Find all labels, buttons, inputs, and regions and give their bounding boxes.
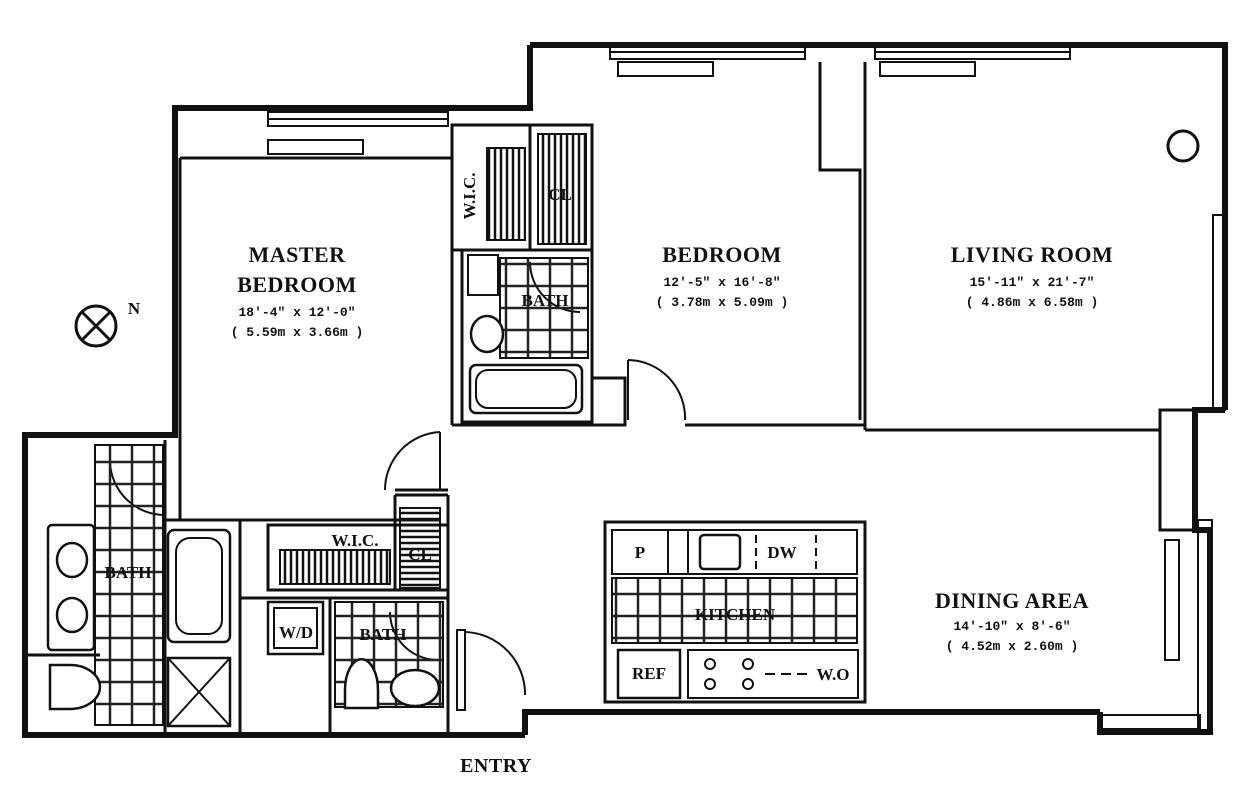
interior-walls xyxy=(25,62,1160,735)
bath-fixtures xyxy=(46,254,589,728)
living-room-dim-m: ( 4.86m x 6.58m ) xyxy=(966,295,1099,310)
north-label: N xyxy=(128,299,141,318)
cl-lower-label: CL xyxy=(408,545,432,564)
column-icon xyxy=(1166,129,1200,163)
wall-oven-label: W.O xyxy=(817,665,850,684)
closets xyxy=(279,133,587,589)
bath-lower-label: BATH xyxy=(360,625,407,644)
wic-lower-label: W.I.C. xyxy=(331,531,378,550)
entry-label: ENTRY xyxy=(460,755,532,777)
bedroom-dim-ft: 12'-5" x 16'-8" xyxy=(663,275,780,290)
dining-area-dim-ft: 14'-10" x 8'-6" xyxy=(953,619,1070,634)
bedroom-dim-m: ( 3.78m x 5.09m ) xyxy=(656,295,789,310)
wic-upper-label: W.I.C. xyxy=(460,172,479,219)
labels: MASTER BEDROOM 18'-4" x 12'-0" ( 5.59m x… xyxy=(105,172,1114,777)
dishwasher-label: DW xyxy=(767,543,796,562)
living-room-dim-ft: 15'-11" x 21'-7" xyxy=(970,275,1095,290)
cl-upper-label: CL xyxy=(548,185,572,204)
master-bedroom-name-2: BEDROOM xyxy=(237,272,357,297)
wd-label: W/D xyxy=(279,623,313,642)
dining-area-name: DINING AREA xyxy=(935,588,1089,613)
compass-icon xyxy=(74,304,118,348)
master-bedroom-dim-m: ( 5.59m x 3.66m ) xyxy=(231,325,364,340)
refrigerator-label: REF xyxy=(632,664,666,683)
kitchen-block xyxy=(603,520,867,704)
master-bedroom-dim-ft: 18'-4" x 12'-0" xyxy=(238,305,355,320)
living-room-name: LIVING ROOM xyxy=(951,242,1114,267)
master-bedroom-name-1: MASTER xyxy=(248,242,346,267)
kitchen-label: KITCHEN xyxy=(695,605,776,624)
bath-upper-label: BATH xyxy=(522,291,569,310)
dining-area-dim-m: ( 4.52m x 2.60m ) xyxy=(946,639,1079,654)
pantry-label: P xyxy=(635,543,645,562)
bedroom-name: BEDROOM xyxy=(662,242,782,267)
bath-left-label: BATH xyxy=(105,563,152,582)
